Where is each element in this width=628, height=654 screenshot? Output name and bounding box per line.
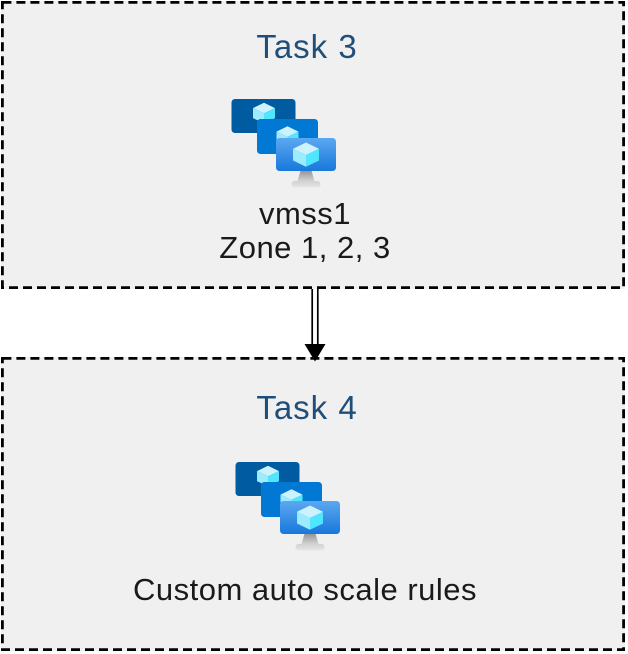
autoscale-text: Custom auto scale rules [132, 572, 478, 607]
task3-title: Task 3 [256, 28, 358, 65]
task4-box: Task 4 Custom auto scale rules [1, 357, 625, 651]
vm-scale-set-icon [235, 460, 340, 555]
vm-scale-set-icon [231, 97, 336, 192]
task4-label: Custom auto scale rules [1, 573, 609, 607]
task3-label: vmss1 Zone 1, 2, 3 [1, 197, 609, 265]
task4-title: Task 4 [256, 389, 358, 426]
down-arrow-connector [304, 289, 326, 362]
vmss-name-text: vmss1 [258, 196, 352, 231]
task3-box: Task 3 vmss1 Zone 1, 2, 3 [1, 1, 625, 289]
zones-text: Zone 1, 2, 3 [219, 230, 391, 265]
